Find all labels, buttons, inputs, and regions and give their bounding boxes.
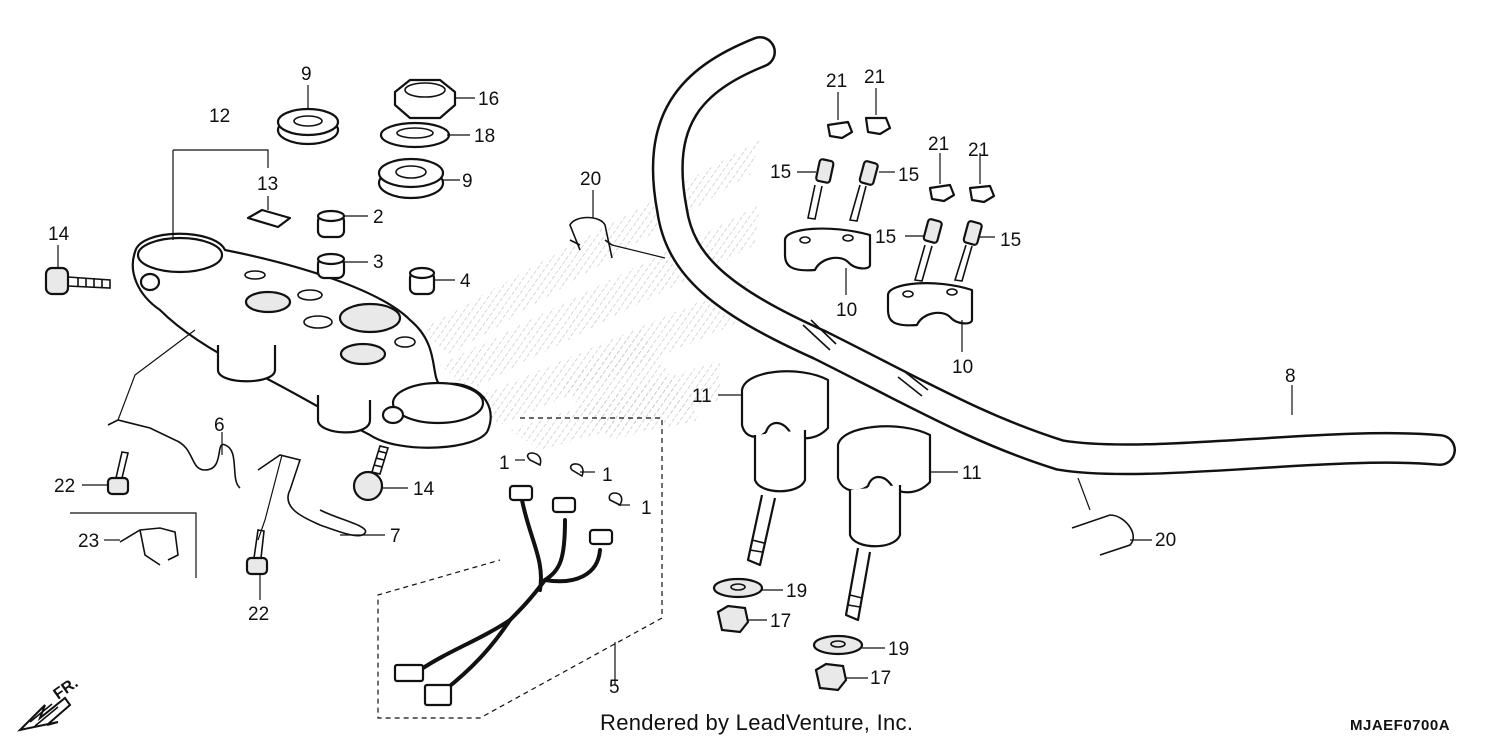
callout-19: 19 [888, 639, 909, 660]
diagram-code: MJAEF0700A [1350, 717, 1451, 734]
bolt-22a[interactable] [106, 451, 130, 496]
callout-3: 3 [373, 252, 384, 273]
callout-5: 5 [609, 677, 620, 698]
callout-2: 2 [373, 207, 384, 228]
clamp-20b[interactable] [1071, 514, 1134, 556]
holder-lower-11b[interactable] [836, 425, 932, 622]
callout-15: 15 [875, 227, 896, 248]
callout-20: 20 [580, 169, 601, 190]
nut-17a[interactable] [716, 604, 750, 634]
callout-10: 10 [952, 357, 973, 378]
wire-harness-5[interactable] [377, 417, 663, 719]
callout-7: 7 [390, 526, 401, 547]
front-arrow-icon: FR. [16, 675, 82, 732]
credit-text: Rendered by LeadVenture, Inc. [600, 710, 914, 735]
holder-lower-11a[interactable] [740, 370, 830, 567]
callout-12: 12 [209, 106, 230, 127]
callout-13: 13 [257, 174, 278, 195]
callout-1: 1 [499, 453, 510, 474]
cap-4[interactable] [408, 266, 436, 296]
stem-nut-16[interactable] [393, 78, 457, 120]
bolt-22b[interactable] [245, 529, 269, 576]
bolt-14b[interactable] [352, 445, 390, 502]
bolt-15b[interactable] [848, 160, 879, 222]
bolt-15a[interactable] [807, 158, 835, 220]
bolt-15c[interactable] [913, 218, 943, 282]
callout-9: 9 [462, 171, 473, 192]
leader-lines [57, 85, 1293, 685]
callout-6: 6 [214, 415, 225, 436]
bolt-14a[interactable] [44, 266, 111, 296]
callout-1: 1 [641, 498, 652, 519]
rubber-washer-9b[interactable] [377, 157, 445, 200]
plate-13[interactable] [246, 208, 292, 229]
rubber-washer-9a[interactable] [276, 107, 340, 146]
callout-21: 21 [928, 134, 949, 155]
bolt-15d[interactable] [953, 220, 983, 282]
callout-22: 22 [54, 476, 75, 497]
callout-17: 17 [770, 611, 791, 632]
callout-14: 14 [48, 224, 70, 245]
wire-guide-7[interactable] [257, 454, 367, 537]
callout-10: 10 [836, 300, 857, 321]
callout-15: 15 [1000, 230, 1021, 251]
cap-21a[interactable] [826, 120, 854, 140]
wire-guide-6[interactable] [107, 419, 241, 489]
top-bridge[interactable] [131, 232, 492, 449]
callout-21: 21 [864, 67, 885, 88]
callout-21: 21 [826, 71, 847, 92]
cap-21d[interactable] [968, 184, 996, 204]
callout-11: 11 [962, 463, 982, 484]
cap-21b[interactable] [864, 116, 892, 136]
callout-1: 1 [602, 465, 613, 486]
nut-17b[interactable] [814, 662, 848, 692]
front-marker-label: FR. [51, 675, 82, 704]
callout-18: 18 [474, 126, 495, 147]
callout-21: 21 [968, 140, 989, 161]
callout-9: 9 [301, 64, 312, 85]
callout-labels: 1 1 1 2 3 4 5 6 7 8 9 9 10 10 11 11 12 1… [48, 64, 1296, 698]
callout-19: 19 [786, 581, 807, 602]
callout-15: 15 [770, 162, 791, 183]
wire-guide-23[interactable] [70, 512, 197, 578]
callout-16: 16 [478, 89, 499, 110]
clamp-20a[interactable] [569, 216, 613, 259]
holder-upper-10b[interactable] [886, 282, 974, 327]
callout-17: 17 [870, 668, 891, 689]
callout-14: 14 [413, 479, 435, 500]
cap-21c[interactable] [928, 183, 956, 203]
callout-8: 8 [1285, 366, 1296, 387]
callout-22: 22 [248, 604, 269, 625]
callout-15: 15 [898, 165, 919, 186]
callout-20: 20 [1155, 530, 1176, 551]
callout-4: 4 [460, 271, 471, 292]
washer-18[interactable] [379, 121, 451, 149]
holder-upper-10a[interactable] [783, 227, 872, 272]
washer-19b[interactable] [812, 634, 864, 656]
cap-2[interactable] [316, 209, 346, 239]
handlebar[interactable] [651, 36, 1456, 476]
washer-19a[interactable] [712, 577, 764, 599]
callout-23: 23 [78, 531, 99, 552]
callout-11: 11 [692, 386, 712, 407]
cap-3[interactable] [316, 252, 346, 280]
